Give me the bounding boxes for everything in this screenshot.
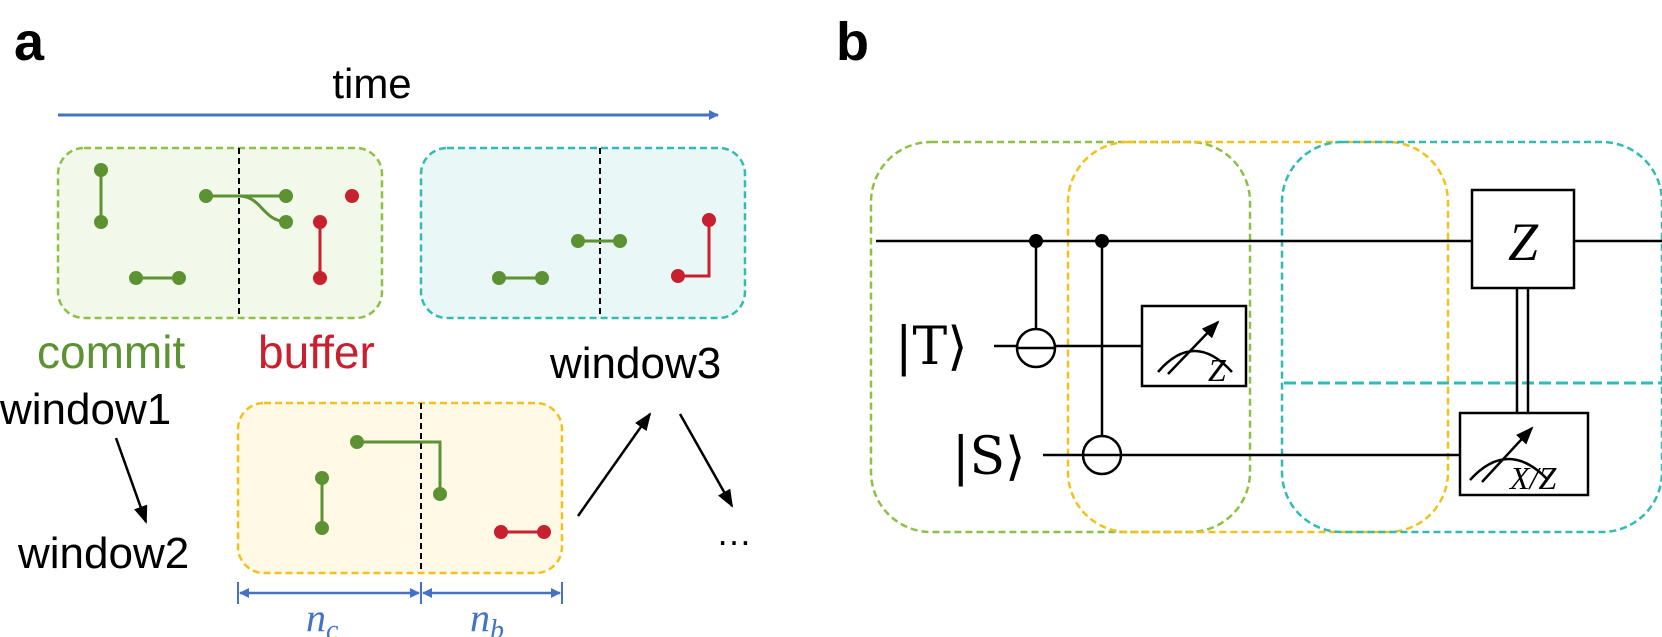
panel-a-label: a: [14, 12, 45, 72]
window2-label: window2: [17, 529, 189, 578]
window2-commit-edges: [315, 435, 447, 535]
window3-commit-edges: [492, 234, 627, 285]
arrow-window3-to-next: [678, 413, 734, 508]
nc-base: n: [306, 595, 326, 637]
meter1-basis: Z: [1208, 352, 1227, 388]
nc-sub: c: [326, 615, 339, 637]
measurement-z: Z: [1140, 304, 1248, 388]
window1-label: window1: [0, 385, 171, 434]
arrow-window2-to-window3: [576, 412, 652, 517]
window1-buffer-edges: [313, 189, 359, 285]
ellipsis: …: [716, 512, 752, 553]
cnot-gate-1: [1015, 234, 1057, 369]
commit-label: commit: [37, 326, 185, 378]
buffer-label: buffer: [258, 326, 375, 378]
measurement-xz: X/Z: [1458, 411, 1590, 497]
panel-b-label: b: [836, 12, 869, 72]
nb-base: n: [470, 595, 490, 637]
circuit-window1: [869, 140, 1252, 534]
z-gate-label: Z: [1508, 212, 1539, 272]
time-label: time: [332, 60, 411, 107]
circuit-window3: [1280, 140, 1662, 534]
ket-t: |T⟩: [895, 317, 968, 377]
meter2-needle-icon: [1481, 426, 1534, 483]
nc-nb-dimension: [237, 582, 563, 604]
nc-label: nc: [306, 595, 339, 637]
z-gate: Z: [1470, 188, 1576, 290]
window3-box: [419, 146, 747, 320]
meter2-basis: X/Z: [1508, 460, 1557, 496]
window2-buffer-edges: [494, 525, 551, 539]
cnot-gate-2: [1081, 234, 1123, 476]
window1-box: [56, 146, 384, 320]
window1-commit-edges: [94, 163, 293, 285]
window2-box: [236, 401, 564, 575]
meter2-arc-icon: [1469, 457, 1549, 481]
nb-sub: b: [490, 615, 504, 637]
arrow-window1-to-window2: [114, 437, 148, 524]
ket-s: |S⟩: [952, 427, 1025, 487]
meter-arc-icon: [1157, 349, 1233, 373]
circuit-window2: [1066, 140, 1450, 534]
nb-label: nb: [470, 595, 504, 637]
meter-needle-icon: [1167, 320, 1220, 375]
window3-buffer-edges: [671, 213, 716, 283]
window3-label: window3: [549, 339, 721, 388]
